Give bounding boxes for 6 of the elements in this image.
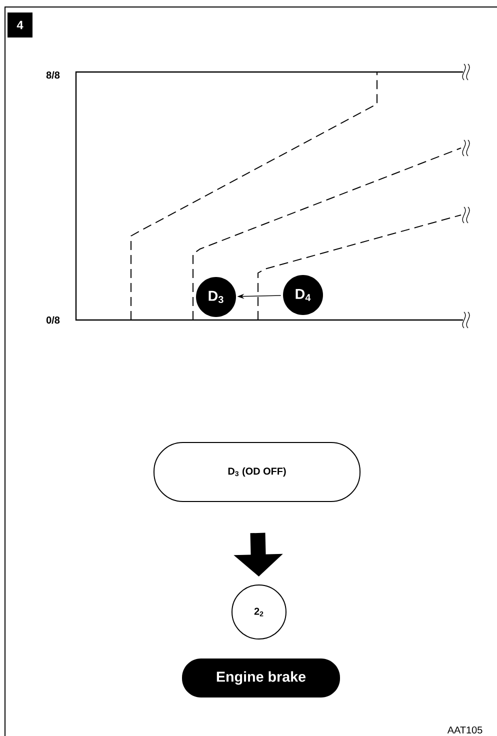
figure-code: AAT105 bbox=[447, 726, 482, 734]
axis-label: 0/8 bbox=[46, 316, 60, 324]
status-badge: Engine brake bbox=[182, 658, 340, 698]
axis-label: 8/8 bbox=[46, 71, 60, 79]
figure-number: 4 bbox=[8, 12, 32, 38]
mode-box: D$_{3}$ (OD OFF) bbox=[154, 442, 360, 502]
